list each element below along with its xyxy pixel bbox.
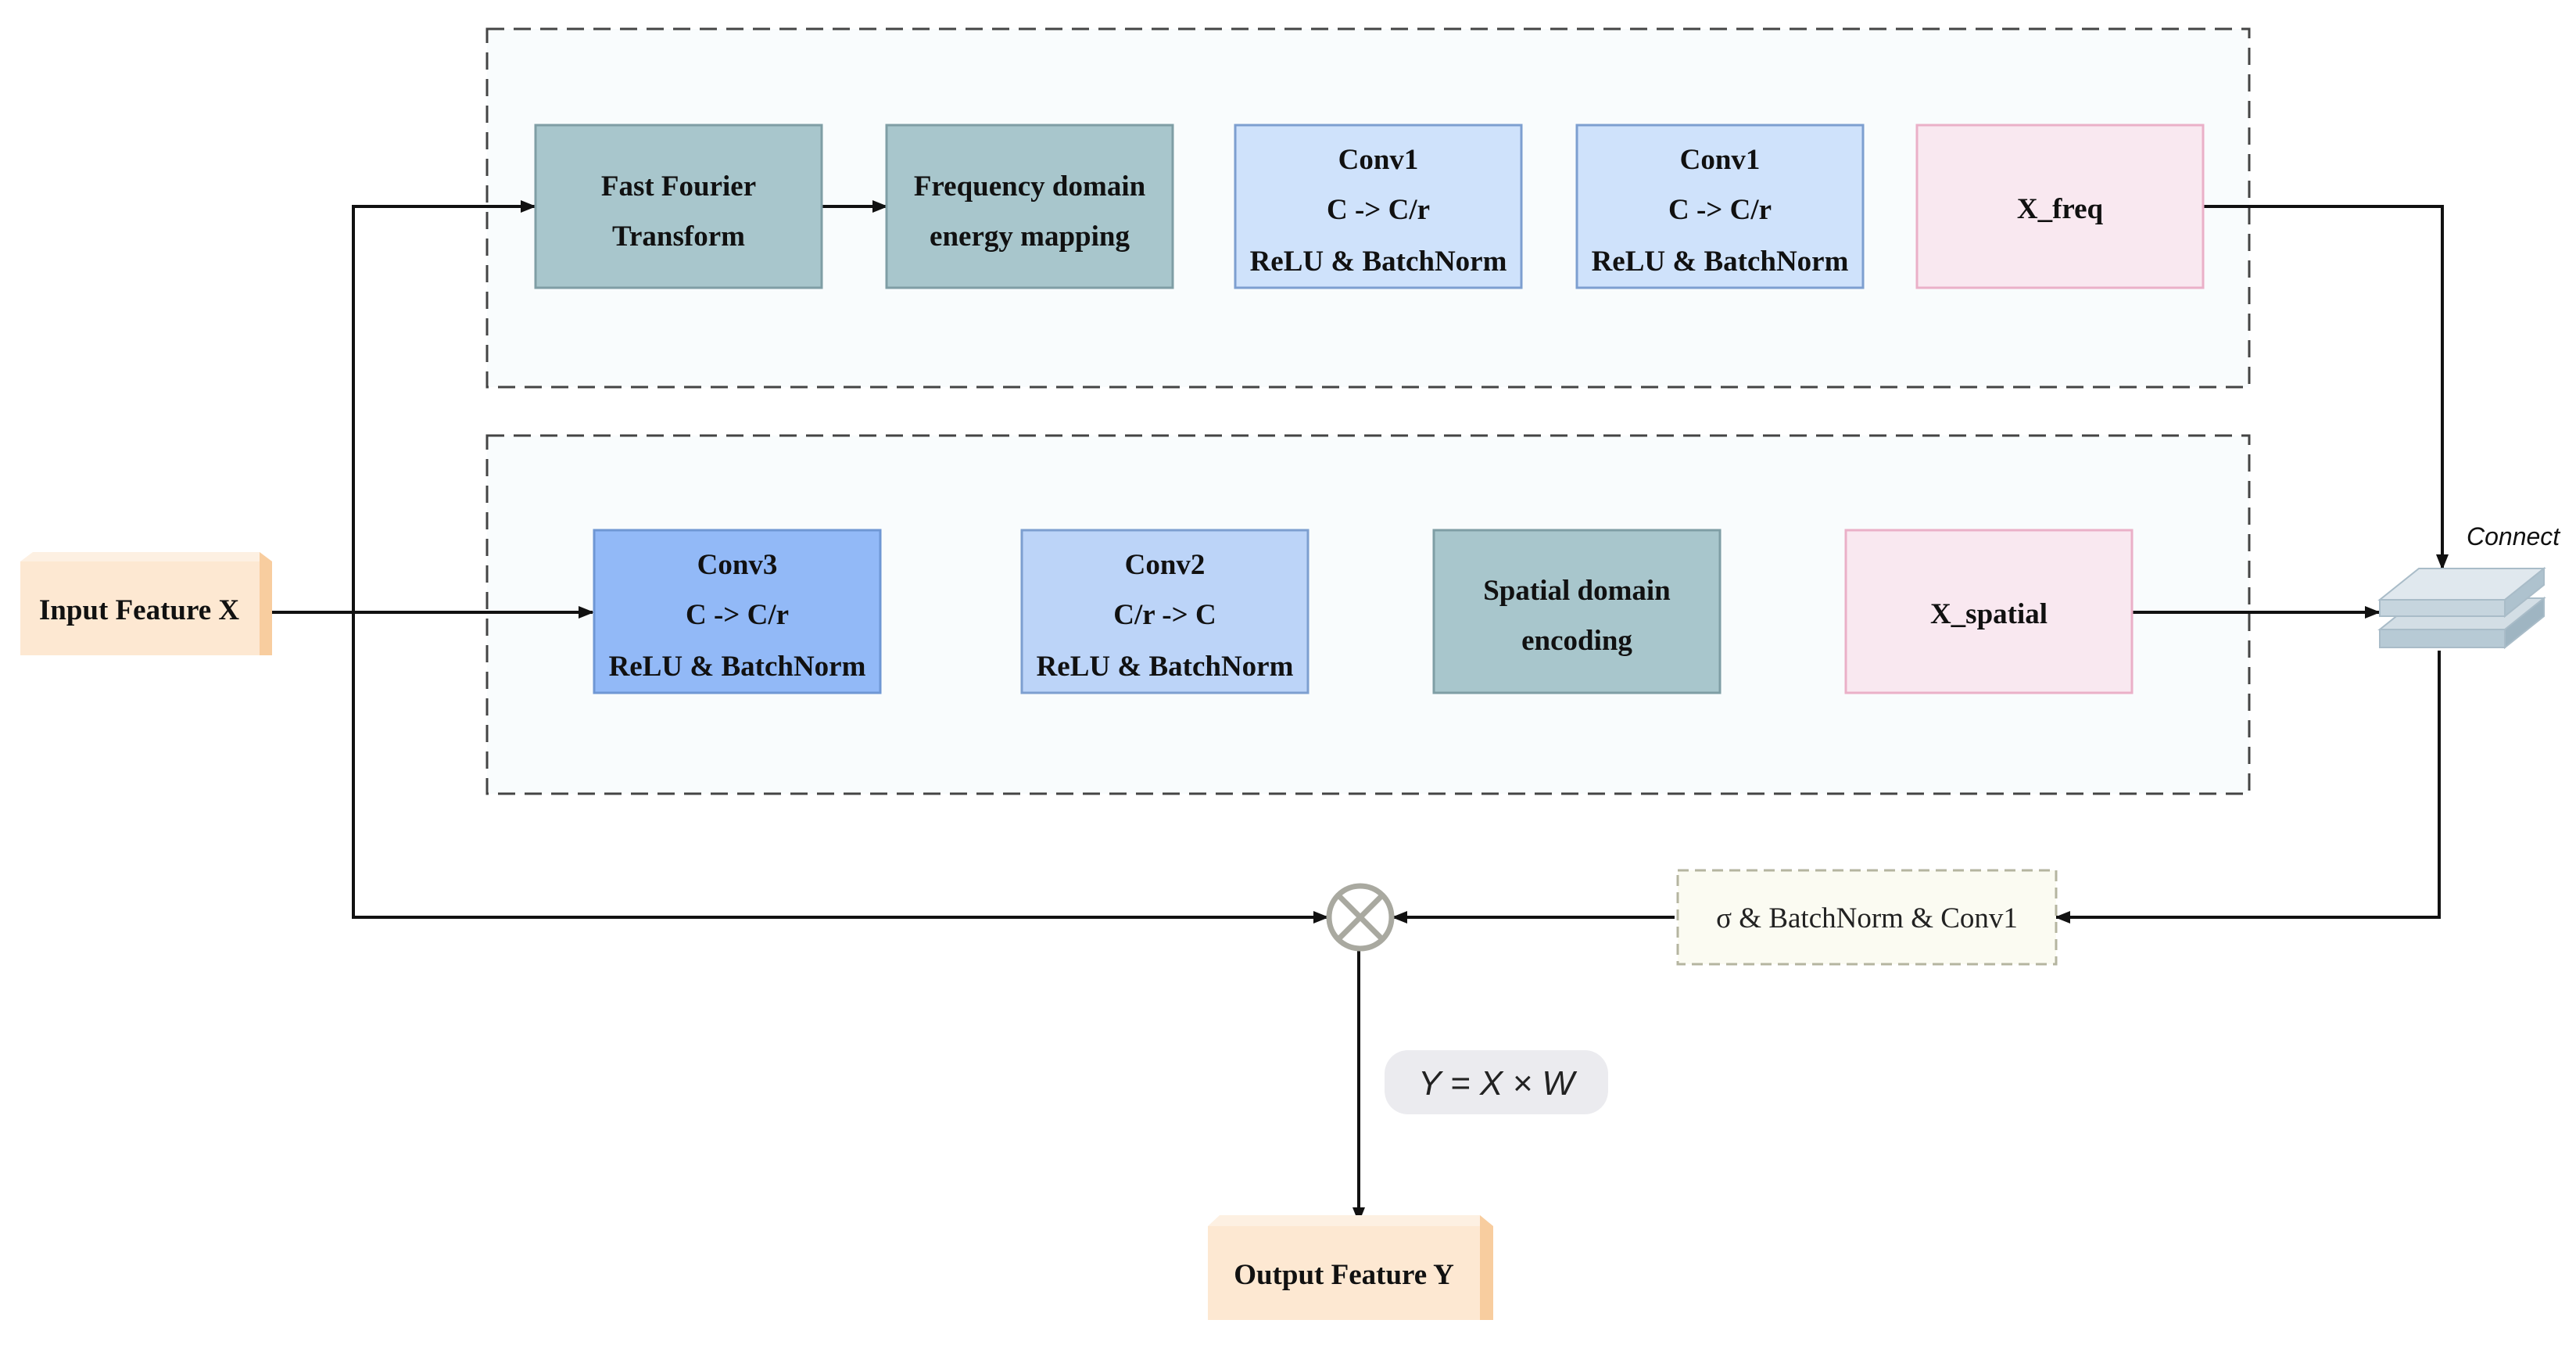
edge-trunk-to-fft: [352, 200, 536, 612]
conv1-b-line-2: C -> C/r: [1668, 194, 1772, 226]
fft-line-1: Fast Fourier: [601, 170, 756, 203]
conv1-a-line-1: Conv1: [1338, 144, 1419, 176]
sigma-label: σ & BatchNorm & Conv1: [1716, 902, 2018, 934]
connect-label: Connect: [2467, 522, 2560, 551]
connectors: [266, 200, 2449, 1223]
encoding-line-1: Spatial domain: [1483, 575, 1671, 607]
node-x-freq: X_freq: [1915, 124, 2205, 289]
input-feature-label: Input Feature X: [39, 594, 240, 626]
output-feature-label: Output Feature Y: [1234, 1259, 1454, 1291]
x-spatial-label: X_spatial: [1930, 598, 2048, 630]
node-frequency-energy-mapping: Frequency domain energy mapping: [885, 124, 1174, 289]
node-spatial-domain-encoding: Spatial domain encoding: [1432, 529, 1722, 694]
conv1-a-line-2: C -> C/r: [1327, 194, 1430, 226]
energy-line-2: energy mapping: [930, 221, 1130, 253]
energy-line-1: Frequency domain: [914, 170, 1146, 203]
input-feature-block: Input Feature X: [20, 552, 272, 655]
conv1-b-line-3: ReLU & BatchNorm: [1592, 246, 1849, 278]
conv3-line-2: C -> C/r: [686, 599, 789, 631]
encoding-line-2: encoding: [1521, 625, 1632, 657]
output-feature-block: Output Feature Y: [1208, 1215, 1493, 1320]
node-conv1-b: Conv1 C -> C/r ReLU & BatchNorm: [1575, 124, 1865, 289]
node-sigma-batchnorm-conv1: σ & BatchNorm & Conv1: [1676, 869, 2058, 966]
conv3-line-3: ReLU & BatchNorm: [609, 651, 866, 683]
node-fast-fourier-transform: Fast Fourier Transform: [534, 124, 823, 289]
multiply-node: [1326, 883, 1395, 952]
conv1-b-line-1: Conv1: [1680, 144, 1761, 176]
node-conv2: Conv2 C/r -> C ReLU & BatchNorm: [1020, 529, 1309, 694]
conv2-line-3: ReLU & BatchNorm: [1037, 651, 1294, 683]
formula-pill: Y = X × W: [1385, 1050, 1608, 1114]
x-freq-label: X_freq: [2017, 193, 2104, 225]
conv1-a-line-3: ReLU & BatchNorm: [1250, 246, 1507, 278]
node-x-spatial: X_spatial: [1844, 529, 2134, 694]
formula-label: Y = X × W: [1418, 1064, 1577, 1103]
node-conv3: Conv3 C -> C/r ReLU & BatchNorm: [593, 529, 882, 694]
fft-line-2: Transform: [612, 221, 745, 253]
edge-xfreq-to-connect: [2203, 205, 2449, 570]
connect-layers-icon: [2377, 566, 2546, 650]
edge-trunk-to-multiply: [352, 612, 1329, 924]
conv2-line-2: C/r -> C: [1113, 599, 1216, 631]
conv3-line-1: Conv3: [697, 549, 778, 581]
node-conv1-a: Conv1 C -> C/r ReLU & BatchNorm: [1234, 124, 1523, 289]
edge-connect-to-sigma: [2055, 651, 2441, 924]
conv2-line-1: Conv2: [1125, 549, 1206, 581]
